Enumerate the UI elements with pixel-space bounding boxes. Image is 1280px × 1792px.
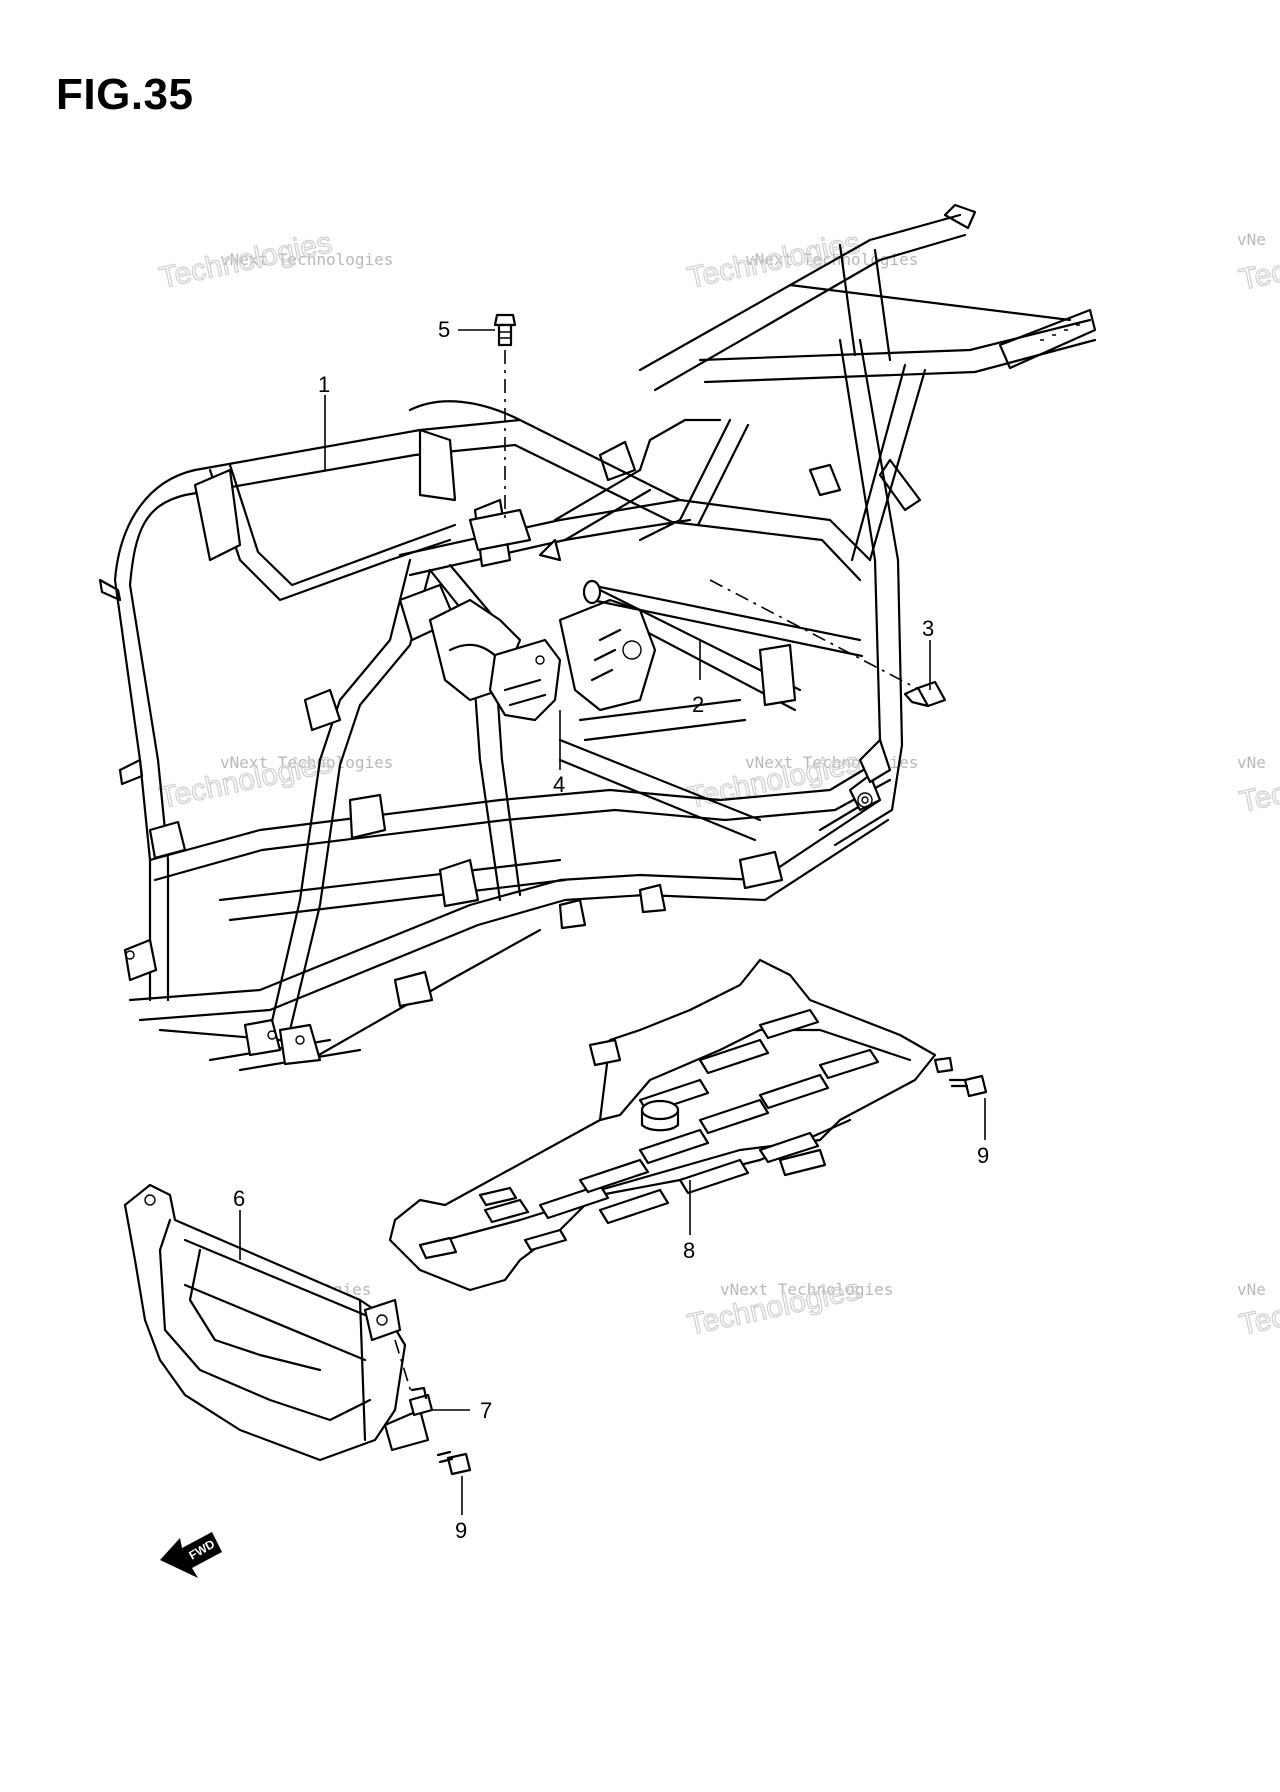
callout-7: 7 bbox=[480, 1398, 492, 1423]
part-bolt-7 bbox=[408, 1386, 434, 1417]
part-bracket-4 bbox=[488, 638, 562, 722]
callout-labels: 1 2 3 4 5 6 7 8 9 9 bbox=[233, 317, 989, 1543]
callout-9-upper: 9 bbox=[977, 1143, 989, 1168]
watermark-text: vNext Technologies bbox=[220, 753, 393, 772]
callout-2: 2 bbox=[692, 692, 704, 717]
fwd-direction-marker: FWD bbox=[160, 1532, 222, 1578]
callout-5: 5 bbox=[438, 317, 450, 342]
callout-1: 1 bbox=[318, 372, 330, 397]
callout-8: 8 bbox=[683, 1238, 695, 1263]
part-skid-plate bbox=[388, 958, 954, 1292]
part-frame bbox=[98, 203, 1097, 1072]
watermark-text: vNext Technologies bbox=[720, 1280, 893, 1299]
callout-3: 3 bbox=[922, 616, 934, 641]
callout-6: 6 bbox=[233, 1186, 245, 1211]
part-bolt-9-upper bbox=[948, 1074, 988, 1098]
watermark-text: vNe bbox=[1237, 753, 1266, 772]
part-bolt-5 bbox=[493, 313, 517, 347]
part-front-guard bbox=[123, 1183, 430, 1462]
callout-leaders bbox=[239, 329, 986, 1515]
part-bolt-9-lower bbox=[436, 1450, 472, 1476]
watermark-text: vNext Technologies bbox=[220, 250, 393, 269]
watermark-outline-text: Tec bbox=[1237, 255, 1280, 297]
callout-4: 4 bbox=[553, 772, 565, 797]
watermark-text: vNe bbox=[1237, 1280, 1266, 1299]
fwd-arrow-icon bbox=[160, 1532, 222, 1578]
callout-9-lower: 9 bbox=[455, 1518, 467, 1543]
part-bolt-3 bbox=[903, 680, 947, 708]
watermark-outline-text: Tec bbox=[1237, 1300, 1280, 1342]
figure-title: FIG.35 bbox=[56, 70, 194, 119]
watermark-text: vNe bbox=[1237, 230, 1266, 249]
watermark-outline-text: Technologies bbox=[157, 226, 335, 295]
watermark-outline-text: Tec bbox=[1237, 777, 1280, 819]
part-pivot-bar bbox=[582, 579, 864, 707]
